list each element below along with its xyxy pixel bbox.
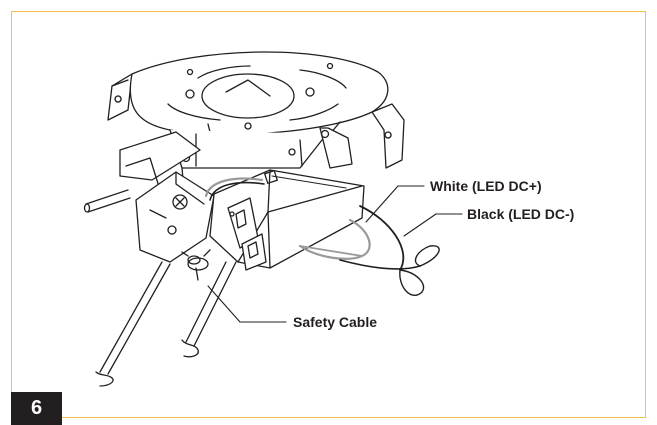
wire-loop [204,177,265,201]
safety-cables [95,261,237,387]
black-wire-label: Black (LED DC-) [467,206,574,222]
white-wire-label: White (LED DC+) [430,178,542,194]
safety-clip [181,249,211,281]
safety-cable-label: Safety Cable [293,314,377,330]
knuckle-plate [135,171,215,263]
leader-lines [207,185,463,323]
bracket-yoke [119,127,353,191]
driver-box [209,169,365,271]
output-wires [298,205,440,297]
step-number-badge: 6 [11,392,62,425]
diagram-frame [11,11,646,418]
axle-rods [83,189,131,213]
mounting-plate [107,51,405,169]
